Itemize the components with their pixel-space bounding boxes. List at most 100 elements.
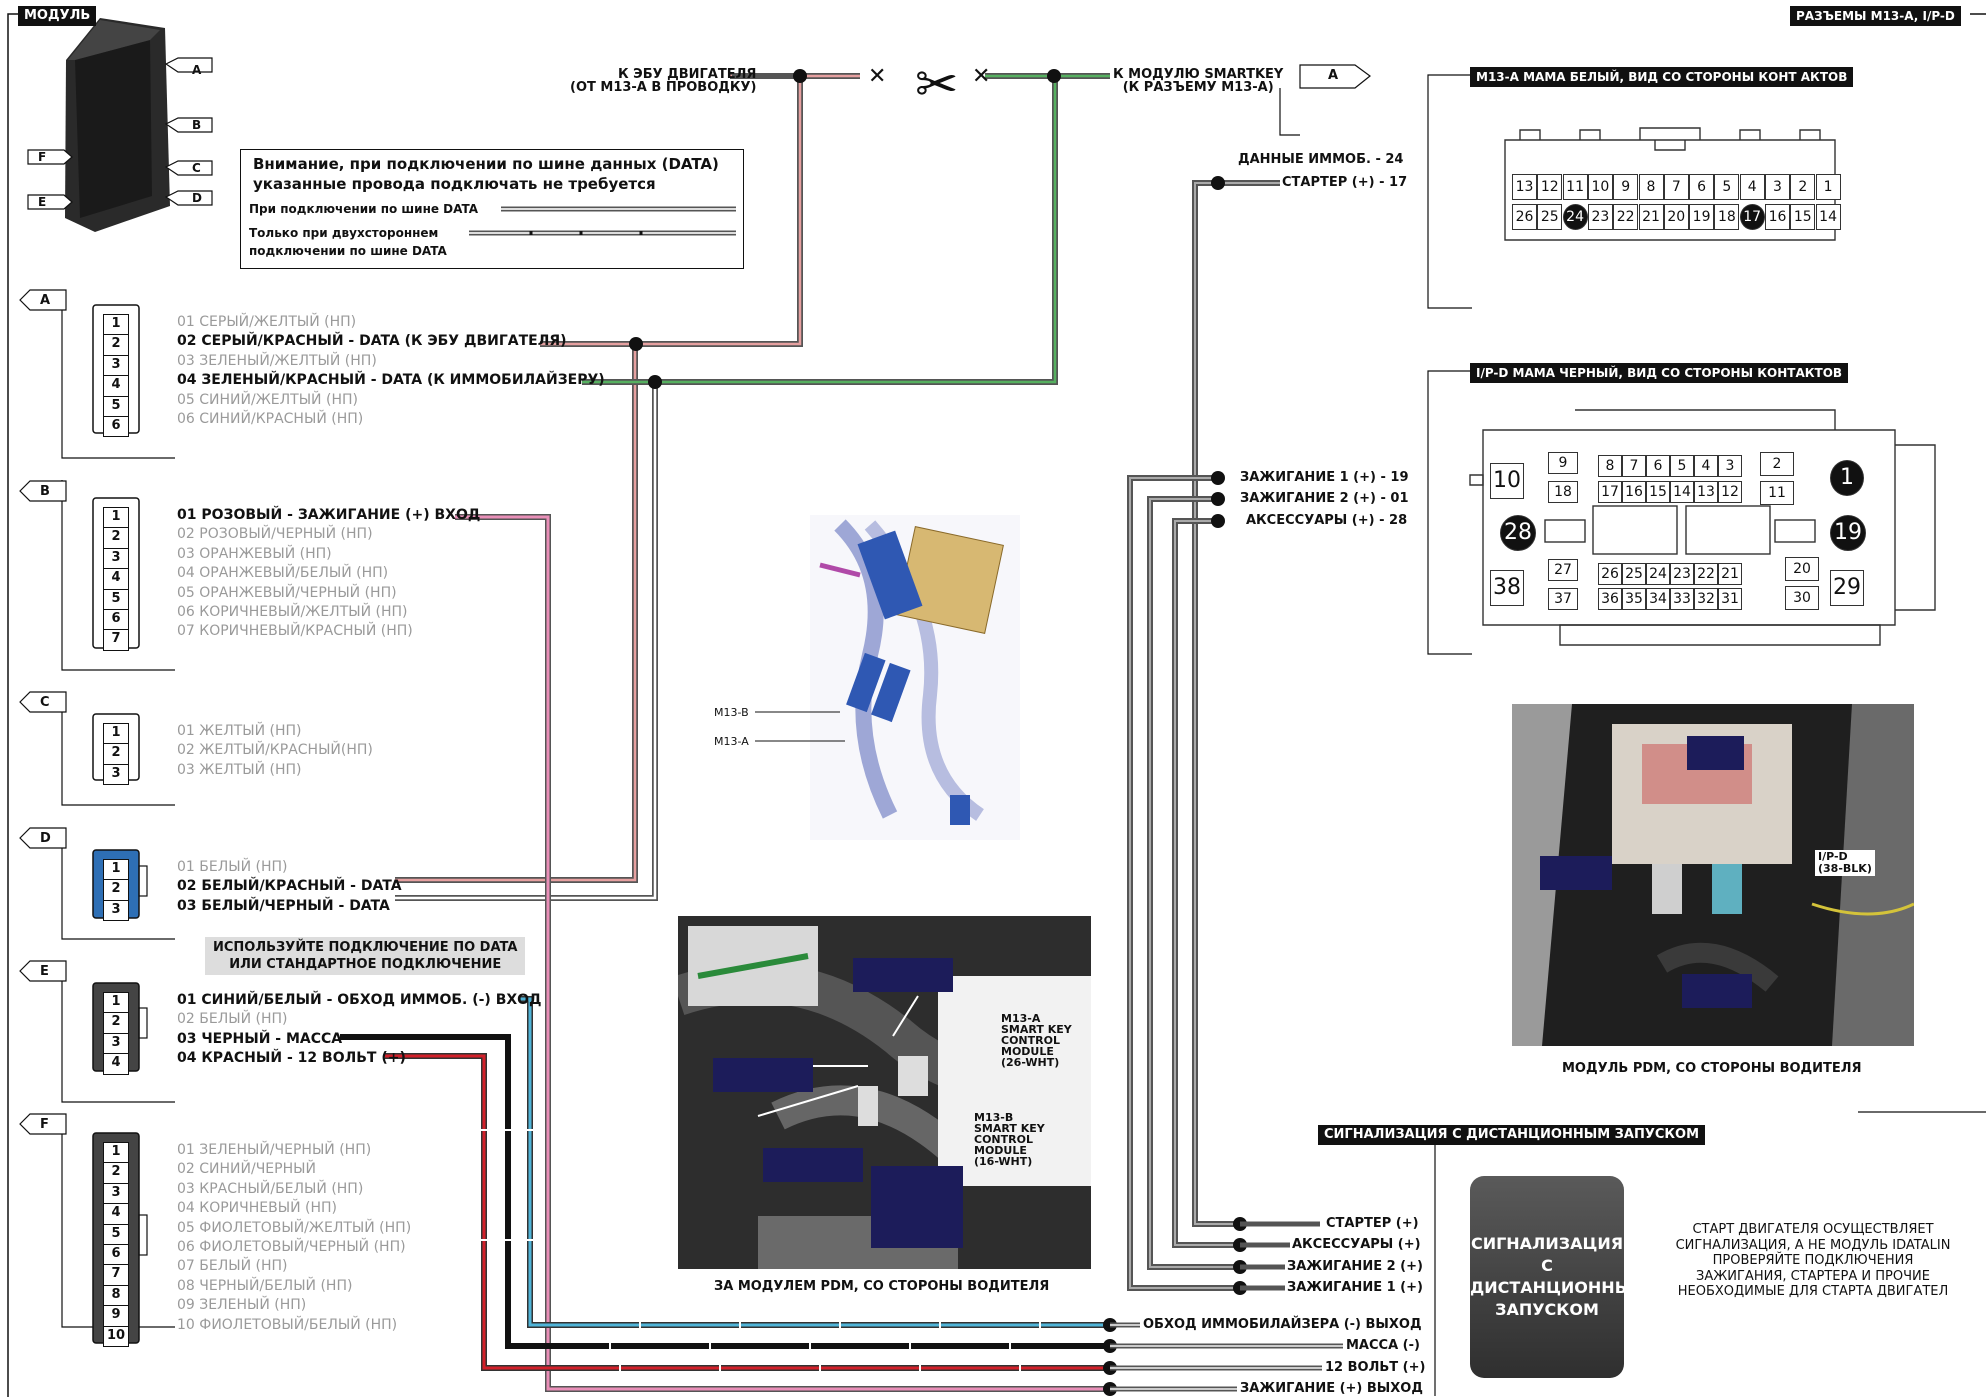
pin-description: 04 КОРИЧНЕВЫЙ (НП) [177,1200,337,1217]
ipd-drawing [1469,409,1936,646]
pin-description: 01 БЕЛЫЙ (НП) [177,859,288,875]
pin-description: 06 ФИОЛЕТОВЫЙ/ЧЕРНЫЙ (НП) [177,1238,406,1255]
pin-number: 3 [103,354,129,377]
alarm-tab: СИГНАЛИЗАЦИЯ С ДИСТАНЦИОННЫМ ЗАПУСКОМ [1318,1125,1706,1145]
smartkey-tag: A [1328,68,1339,83]
caption-pdm: МОДУЛЬ PDM, СО СТОРОНЫ ВОДИТЕЛЯ [1562,1061,1862,1076]
pin-number: 5 [103,1223,129,1245]
starter-label: СТАРТЕР (+) - 17 [1282,175,1408,190]
pin-number: 2 [103,743,129,765]
pin-description: 03 БЕЛЫЙ/ЧЕРНЫЙ - DATA [177,897,390,914]
pin-description: 04 ОРАНЖЕВЫЙ/БЕЛЫЙ (НП) [177,565,389,582]
data-bus-note: Внимание, при подключении по шине данных… [240,149,744,269]
pin-number: 2 [103,1012,129,1034]
alarm-unit: СИГНАЛИЗАЦИЯ С ДИСТАНЦИОННЫМ ЗАПУСКОМ [1470,1176,1647,1378]
pin-description: 07 КОРИЧНЕВЫЙ/КРАСНЫЙ (НП) [177,623,413,640]
pin-number: 1 [103,723,129,745]
pin-number: 2 [103,334,129,356]
pin-description: 01 ЗЕЛЕНЫЙ/ЧЕРНЫЙ (НП) [177,1142,372,1158]
group-letter-a: A [40,293,51,308]
pdm-photo: I/P-D (38-BLK) [1512,704,1914,1046]
ipd-pin: 5 [1670,455,1694,477]
alarm-note: СТАРТ ДВИГАТЕЛЯ ОСУЩЕСТВЛЯЕТ СИГНАЛИЗАЦИ… [1675,1222,1951,1299]
note-row-1: При подключении по шине DATA [249,202,479,216]
port-label-b: B [192,118,202,132]
ipd-pin: 19 [1830,515,1866,551]
connectors-tab: РАЗЪЕМЫ M13-A, I/P-D [1790,6,1961,26]
pin-description: 01 СЕРЫЙ/ЖЕЛТЫЙ (НП) [177,314,357,330]
m13a-pin: 14 [1815,204,1841,230]
out-12v: 12 ВОЛЬТ (+) [1325,1360,1426,1375]
harness-photo [810,515,1020,840]
pin-description: 02 СИНИЙ/ЧЕРНЫЙ [177,1161,316,1178]
pin-description: 02 РОЗОВЫЙ/ЧЕРНЫЙ (НП) [177,526,373,543]
m13a-pin: 9 [1613,174,1639,200]
photo-label-m13a-module: M13-A SMART KEY CONTROL MODULE (26-WHT) [1001,1012,1072,1069]
ipd-pin: 38 [1490,570,1524,606]
pin-number: 3 [103,1182,129,1205]
photo-label-m13a: M13-A [714,735,749,748]
wire-bypass [520,996,1110,1328]
pin-number: 9 [103,1305,129,1327]
note-line-2: указанные провода подключать не требуетс… [253,175,656,193]
m13a-pin: 16 [1765,204,1790,230]
svg-text:✕: ✕ [868,64,886,89]
pin-description: 06 КОРИЧНЕВЫЙ/ЖЕЛТЫЙ (НП) [177,603,408,620]
pin-number: 6 [103,608,129,631]
ipd-pin: 36 [1598,588,1622,610]
pin-number: 1 [103,992,129,1014]
svg-text:✕: ✕ [972,64,990,89]
pin-description: 07 БЕЛЫЙ (НП) [177,1258,288,1275]
pin-description: 09 ЗЕЛЕНЫЙ (НП) [177,1297,307,1314]
ipd-pin: 16 [1622,481,1646,503]
ipd-pin: 10 [1490,463,1524,499]
m13a-pin: 20 [1663,204,1689,230]
ipd-pin: 25 [1622,563,1646,585]
ipd-pin: 1 [1830,460,1864,496]
alarm-out-starter: СТАРТЕР (+) [1326,1216,1419,1231]
ipd-pin: 13 [1694,481,1718,503]
alarm-out-acc: АКСЕССУАРЫ (+) [1292,1237,1421,1252]
ipd-pin: 15 [1646,481,1670,503]
m13a-pin: 7 [1663,174,1689,200]
out-bypass: ОБХОД ИММОБИЛАЙЗЕРА (-) ВЫХОД [1143,1317,1422,1332]
pin-number: 3 [103,899,129,922]
pin-description: 06 СИНИЙ/КРАСНЫЙ (НП) [177,410,364,427]
ipd-pin: 24 [1646,563,1670,585]
pin-number: 3 [103,763,129,786]
ipd-pin: 3 [1718,455,1742,477]
port-label-e: E [38,195,47,209]
ipd-pin: 35 [1622,588,1646,610]
ipd-pin: 21 [1718,563,1742,585]
svg-text:✂: ✂ [915,55,959,115]
pin-description: 05 СИНИЙ/ЖЕЛТЫЙ (НП) [177,391,358,408]
m13a-pin: 2 [1790,174,1816,200]
module-tab: МОДУЛЬ [18,6,97,26]
m13a-pin: 19 [1689,204,1715,230]
data-hint: ИСПОЛЬЗУЙТЕ ПОДКЛЮЧЕНИЕ ПО DATA ИЛИ СТАН… [205,937,526,975]
ipd-pin: 33 [1670,588,1694,610]
group-letter-d: D [40,831,51,846]
ipd-pin: 26 [1598,563,1622,585]
group-frames [61,293,175,1328]
ipd-pin: 8 [1598,455,1622,477]
pin-description: 01 СИНИЙ/БЕЛЫЙ - ОБХОД ИММОБ. (-) ВХОД [177,992,542,1008]
pin-number: 8 [103,1284,129,1307]
pin-description: 04 ЗЕЛЕНЫЙ/КРАСНЫЙ - DATA (К ИММОБИЛАЙЗЕ… [177,372,605,389]
pin-number: 10 [103,1325,129,1347]
ipd-pin: 20 [1785,557,1819,581]
pin-number: 6 [103,415,129,438]
redaction-box [1687,736,1744,770]
ipd-pin: 17 [1598,481,1622,503]
group-letter-c: C [40,695,50,710]
m13a-drawing [1504,127,1836,241]
port-label-a: A [192,63,202,77]
redaction-box [763,1148,863,1182]
redaction-box [1682,974,1752,1008]
